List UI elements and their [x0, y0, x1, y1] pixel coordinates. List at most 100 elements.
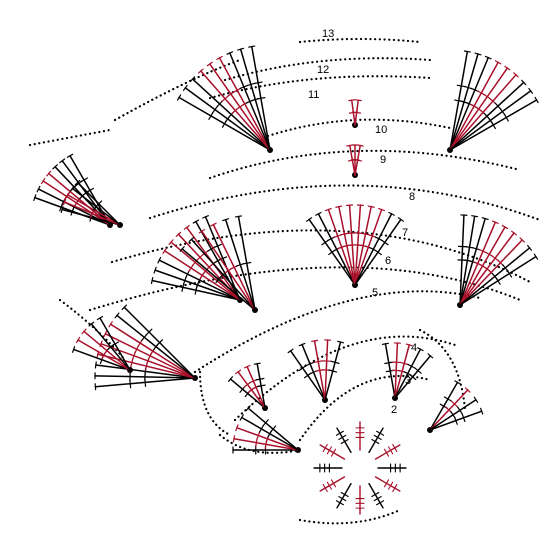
stitch-stroke	[453, 416, 458, 425]
stitch-stroke	[336, 482, 352, 509]
stitch-stroke	[226, 91, 235, 97]
stitch-stroke	[490, 120, 496, 130]
stitch-stroke	[338, 496, 347, 502]
stitch-stroke	[206, 61, 213, 67]
stitch-stroke	[298, 342, 306, 347]
stitch-stroke	[368, 427, 384, 454]
stitch-stroke	[374, 476, 401, 492]
stitch-stroke	[114, 312, 120, 319]
stitch-stroke	[239, 84, 249, 90]
stitch-stroke	[330, 360, 340, 364]
stitch-stroke	[330, 479, 337, 488]
round-label-6: 6	[385, 255, 391, 267]
stitch-stroke	[103, 330, 108, 338]
stitch-stroke	[176, 94, 182, 101]
stitch-stroke	[392, 484, 398, 493]
stitch-stroke	[527, 244, 533, 251]
stitch-stroke	[242, 261, 252, 265]
stitch-stroke	[71, 346, 76, 353]
stitch-stroke	[305, 361, 315, 367]
stitch-stroke	[328, 369, 338, 373]
stitch-stroke	[322, 443, 328, 452]
stitch-stroke	[94, 383, 97, 391]
stitch-stroke	[182, 84, 188, 91]
stitch-stroke	[96, 315, 104, 321]
round-label-5: 5	[372, 287, 378, 299]
stitch-stroke	[471, 215, 479, 218]
stitch-stroke	[315, 211, 322, 216]
stitch-stroke	[189, 76, 196, 82]
stitch-stroke	[226, 51, 234, 55]
stitch-stroke	[81, 328, 87, 335]
stitch-stroke	[213, 243, 222, 249]
stitch-stroke	[256, 431, 261, 440]
stitch-stroke	[234, 215, 243, 218]
stitch-stroke	[528, 87, 534, 94]
stitch-stroke	[392, 443, 398, 452]
stitch-stroke	[504, 65, 511, 71]
stitch-stroke	[175, 231, 182, 237]
stitch-stroke	[501, 224, 509, 230]
round-label-11: 11	[308, 89, 319, 101]
stitch-stroke	[60, 205, 64, 213]
stitch-stroke	[380, 239, 389, 246]
stitch-stroke	[409, 373, 417, 381]
stitch-stroke	[216, 55, 223, 60]
stitch-stroke	[519, 237, 526, 243]
round-label-8: 8	[409, 191, 415, 203]
stitch-stroke	[495, 276, 501, 285]
stitch-stroke	[298, 365, 307, 371]
stitch-stroke	[145, 328, 153, 336]
stitch-motifs	[33, 45, 539, 515]
stitch-stroke	[46, 170, 52, 177]
stitch-stroke	[407, 363, 416, 369]
stitch-stroke	[156, 339, 164, 347]
stitch-stroke	[414, 367, 422, 374]
stitch-stroke	[262, 419, 269, 427]
stitch-stroke	[188, 236, 195, 243]
stitch-stroke	[322, 484, 328, 493]
stitch-stroke	[405, 343, 413, 347]
stitch-stroke	[480, 407, 484, 415]
stitch-stroke	[443, 396, 452, 402]
round-label-10: 10	[375, 124, 387, 136]
stitch-stroke	[326, 481, 332, 490]
stitch-stroke	[384, 361, 394, 365]
stitch-stroke	[319, 444, 346, 460]
stitch-stroke	[367, 205, 375, 208]
stitch-stroke	[233, 87, 242, 93]
stitch-stroke	[168, 239, 174, 246]
stitch-stroke	[484, 55, 492, 60]
stitch-stroke	[227, 376, 234, 382]
stitch-stroke	[150, 276, 154, 285]
stitch-stroke	[198, 228, 205, 234]
stitch-stroke	[454, 380, 461, 385]
stitch-stroke	[371, 491, 380, 498]
stitch-stroke	[235, 424, 239, 432]
round-label-3: 3	[405, 375, 411, 387]
stitch-stroke	[110, 341, 120, 347]
stitch-stroke	[253, 362, 261, 365]
stitch-stroke	[352, 111, 362, 114]
round-label-2: 2	[391, 404, 397, 416]
stitch-stroke	[378, 207, 386, 212]
stitch-stroke	[197, 68, 204, 74]
stitch-stroke	[162, 247, 167, 254]
stitch-stroke	[373, 496, 382, 502]
stitch-stroke	[40, 177, 46, 185]
stitch-stroke	[88, 321, 95, 327]
stitch-stroke	[464, 387, 471, 393]
stitch-stroke	[183, 225, 190, 230]
stitch-stroke	[79, 177, 89, 183]
stitch-stroke	[481, 217, 489, 221]
stitch-stroke	[491, 220, 499, 225]
stitch-stroke	[59, 158, 66, 164]
stitch-stroke	[95, 200, 103, 208]
stitch-stroke	[210, 222, 217, 227]
stitch-stroke	[52, 164, 58, 170]
stitch-stroke	[235, 369, 242, 375]
stitch-stroke	[232, 435, 236, 443]
stitch-stroke	[65, 191, 71, 199]
stitch-stroke	[338, 434, 347, 440]
